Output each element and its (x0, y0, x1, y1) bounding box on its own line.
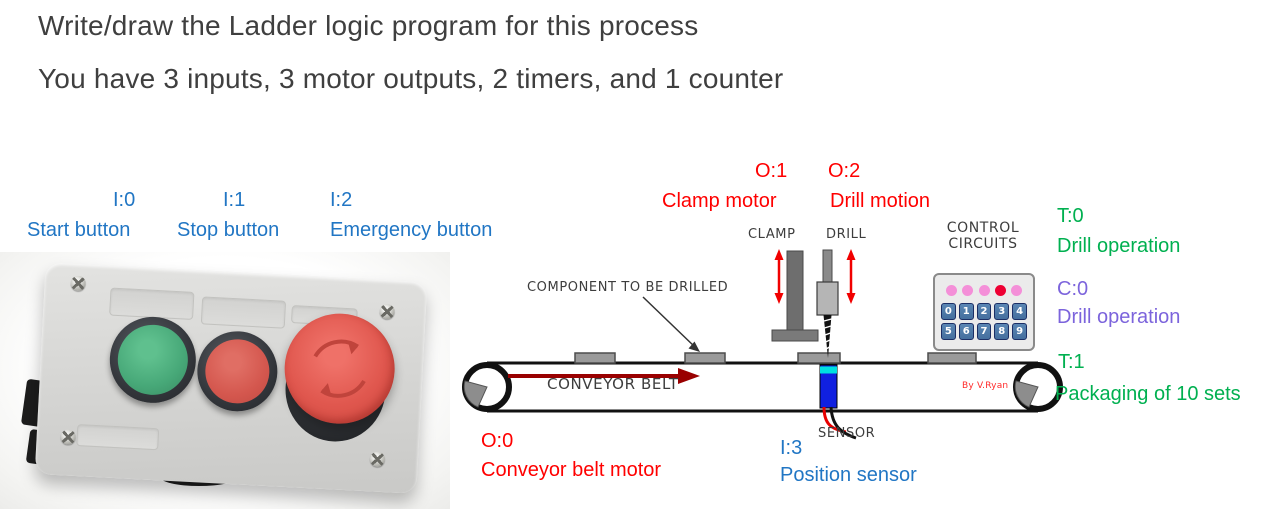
component-on-belt (927, 352, 977, 364)
clamp-foot (771, 329, 819, 342)
position-sensor (819, 364, 838, 409)
pushbutton-station-photo (0, 252, 450, 509)
input-tag-i0: I:0 (113, 189, 136, 211)
drill-shaft (822, 249, 833, 284)
position-sensor-tip (820, 366, 837, 374)
keypad-key-4: 4 (1012, 303, 1027, 320)
led-indicator-active (994, 285, 1006, 296)
output-label-drill-motion: Drill motion (830, 190, 931, 212)
output-tag-o0: O:0 (481, 430, 514, 452)
drill-chuck (816, 281, 839, 316)
input-tag-i3: I:3 (780, 437, 803, 459)
keypad-key-8: 8 (994, 323, 1010, 340)
timer-label-t1: Packaging of 10 sets (1055, 383, 1241, 405)
counter-label-c0: Drill operation (1057, 306, 1181, 328)
slide-title-line2: You have 3 inputs, 3 motor outputs, 2 ti… (38, 63, 784, 94)
keypad-key-3: 3 (994, 303, 1010, 320)
input-tag-i2: I:2 (330, 189, 353, 211)
keypad-key-2: 2 (976, 303, 992, 320)
drill-label: DRILL (826, 227, 867, 242)
output-label-conveyor-motor: Conveyor belt motor (481, 459, 662, 481)
led-indicator (978, 285, 990, 296)
input-tag-i1: I:1 (223, 189, 246, 211)
led-indicator (946, 285, 957, 296)
keypad: 0 1 2 3 4 5 6 7 8 9 (941, 303, 1027, 340)
clamp-column (786, 250, 804, 333)
control-label-line1: CONTROL (946, 220, 1020, 236)
keypad-key-6: 6 (958, 323, 974, 340)
timer-tag-t0: T:0 (1057, 205, 1084, 227)
component-on-belt (574, 352, 616, 364)
component-label: COMPONENT TO BE DRILLED (527, 280, 729, 295)
component-pointer-arrow (642, 296, 697, 349)
keypad-key-1: 1 (958, 303, 974, 320)
led-indicator (962, 285, 974, 296)
led-indicator (1011, 285, 1022, 296)
estop-rotation-arrows-icon (313, 339, 366, 398)
input-label-emergency-button: Emergency button (330, 219, 493, 241)
timer-label-t0: Drill operation (1057, 235, 1181, 257)
control-circuits-label: CONTROL CIRCUITS (930, 220, 1036, 252)
input-label-position-sensor: Position sensor (780, 464, 917, 486)
input-label-start-button: Start button (27, 219, 131, 241)
component-on-belt (797, 352, 841, 364)
sensor-wire-black (829, 406, 857, 440)
conveyor-belt-label: CONVEYOR BELT (547, 375, 679, 393)
keypad-key-9: 9 (1012, 323, 1027, 340)
output-label-clamp-motor: Clamp motor (662, 190, 777, 212)
output-tag-o2: O:2 (828, 160, 861, 182)
keypad-key-5: 5 (941, 323, 956, 340)
clamp-label: CLAMP (748, 227, 796, 242)
credit-text: By V.Ryan (962, 381, 1009, 391)
control-label-line2: CIRCUITS (948, 236, 1018, 252)
led-row (941, 283, 1027, 303)
sensor-label: SENSOR (818, 426, 876, 441)
output-tag-o1: O:1 (755, 160, 788, 182)
slide-title-line1: Write/draw the Ladder logic program for … (38, 10, 699, 41)
keypad-key-0: 0 (941, 303, 956, 320)
input-label-stop-button: Stop button (177, 219, 280, 241)
counter-tag-c0: C:0 (1057, 278, 1089, 300)
timer-tag-t1: T:1 (1058, 351, 1085, 373)
control-circuits-panel: 0 1 2 3 4 5 6 7 8 9 (933, 273, 1035, 351)
component-on-belt (684, 352, 726, 364)
pushbutton-enclosure (34, 262, 428, 494)
keypad-key-7: 7 (976, 323, 992, 340)
